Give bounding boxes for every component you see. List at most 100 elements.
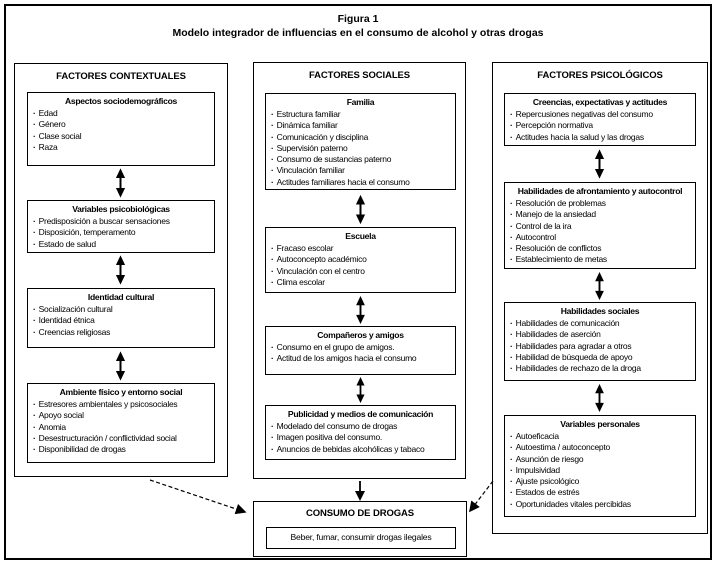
factor-item: Supervisión paterno — [271, 143, 455, 154]
factor-item: Control de la ira — [510, 221, 695, 232]
factor-item: Oportunidades vitales percibidas — [510, 499, 695, 510]
factor-item: Fracaso escolar — [271, 243, 455, 254]
factor-item: Habilidades de rechazo de la droga — [510, 363, 695, 374]
factor-item: Estructura familiar — [271, 109, 455, 120]
factor-item: Estado de salud — [33, 239, 214, 250]
diagonal-arrow-right-icon — [469, 480, 494, 513]
box-title: Familia — [346, 97, 375, 107]
factor-list: Modelado del consumo de drogas Imagen po… — [266, 421, 455, 455]
factor-item: Raza — [33, 142, 214, 153]
box-title: Identidad cultural — [87, 292, 155, 302]
factor-item: Autoestima / autoconcepto — [510, 442, 695, 453]
box-consumo-de-drogas: CONSUMO DE DROGAS Beber, fumar, consumir… — [253, 501, 467, 557]
box-title: Variables psicobiológicas — [72, 204, 170, 214]
factor-item: Apoyo social — [33, 410, 214, 421]
factor-item: Actitud de los amigos hacia el consumo — [271, 353, 455, 364]
factor-list: Fracaso escolar Autoconcepto académico V… — [266, 243, 455, 288]
factor-item: Edad — [33, 108, 214, 119]
box-title: Ambiente físico y entorno social — [59, 387, 183, 397]
factor-item: Percepción normativa — [510, 120, 695, 131]
factor-item: Dinámica familiar — [271, 120, 455, 131]
factor-list: Resolución de problemas Manejo de la ans… — [505, 198, 695, 266]
factor-item: Clima escolar — [271, 277, 455, 288]
double-arrow-icon — [115, 351, 126, 381]
double-arrow-icon — [115, 168, 126, 198]
figure-subtitle: Modelo integrador de influencias en el c… — [172, 27, 544, 39]
box-title: Creencias, expectativas y actitudes — [532, 97, 668, 107]
outcome-title: CONSUMO DE DROGAS — [305, 508, 415, 519]
factor-item: Predisposición a buscar sensaciones — [33, 216, 214, 227]
panel-factores-contextuales: FACTORES CONTEXTUALES Aspectos sociodemo… — [14, 63, 228, 477]
factor-item: Manejo de la ansiedad — [510, 209, 695, 220]
factor-item: Asunción de riesgo — [510, 454, 695, 465]
factor-item: Impulsividad — [510, 465, 695, 476]
box-publicidad-medios: Publicidad y medios de comunicación Mode… — [265, 405, 456, 460]
double-arrow-icon — [355, 194, 366, 225]
factor-list: Autoeficacia Autoestima / autoconcepto A… — [505, 431, 695, 510]
arrow-down-head-icon — [355, 491, 365, 501]
double-arrow-icon — [115, 255, 126, 285]
panel-factores-psicologicos: FACTORES PSICOLÓGICOS Creencias, expecta… — [492, 62, 708, 534]
factor-item: Disposición, temperamento — [33, 227, 214, 238]
factor-item: Habilidades para agradar a otros — [510, 341, 695, 352]
factor-item: Habilidades de comunicación — [510, 318, 695, 329]
factor-item: Estresores ambientales y psicosociales — [33, 399, 214, 410]
box-title: Compañeros y amigos — [317, 330, 404, 340]
factor-list: Habilidades de comunicación Habilidades … — [505, 318, 695, 374]
factor-item: Anuncios de bebidas alcohólicas y tabaco — [271, 444, 455, 455]
factor-item: Modelado del consumo de drogas — [271, 421, 455, 432]
double-arrow-icon — [594, 384, 605, 412]
factor-list: Predisposición a buscar sensaciones Disp… — [28, 216, 214, 250]
box-title: Aspectos sociodemográficos — [64, 96, 178, 106]
box-title: Habilidades sociales — [560, 306, 640, 316]
column-header: FACTORES CONTEXTUALES — [56, 71, 186, 82]
factor-list: Repercusiones negativas del consumo Perc… — [505, 109, 695, 143]
factor-list: Estresores ambientales y psicosociales A… — [28, 399, 214, 455]
box-identidad-cultural: Identidad cultural Socialización cultura… — [27, 288, 215, 348]
diagonal-arrow-left-icon — [149, 479, 247, 515]
box-aspectos-sociodemograficos: Aspectos sociodemográficos Edad Género C… — [27, 92, 215, 166]
box-title: Variables personales — [560, 419, 640, 429]
factor-item: Anomia — [33, 422, 214, 433]
factor-item: Comunicación y disciplina — [271, 132, 455, 143]
factor-item: Repercusiones negativas del consumo — [510, 109, 695, 120]
factor-item: Consumo de sustancias paterno — [271, 154, 455, 165]
factor-item: Autoconcepto académico — [271, 254, 455, 265]
figure-title: Figura 1 — [337, 13, 379, 25]
factor-list: Socialización cultural Identidad étnica … — [28, 304, 214, 338]
factor-list: Consumo en el grupo de amigos. Actitud d… — [266, 342, 455, 365]
factor-item: Género — [33, 119, 214, 130]
double-arrow-icon — [355, 377, 366, 403]
panel-factores-sociales: FACTORES SOCIALES Familia Estructura fam… — [253, 62, 466, 479]
outcome-label: Beber, fumar, consumir drogas ilegales — [266, 527, 456, 549]
factor-list: Edad Género Clase social Raza — [28, 108, 214, 153]
factor-item: Vinculación con el centro — [271, 266, 455, 277]
box-companeros-amigos: Compañeros y amigos Consumo en el grupo … — [265, 326, 456, 375]
box-escuela: Escuela Fracaso escolar Autoconcepto aca… — [265, 227, 456, 293]
factor-item: Autoeficacia — [510, 431, 695, 442]
box-habilidades-sociales: Habilidades sociales Habilidades de comu… — [504, 302, 696, 381]
factor-list: Estructura familiar Dinámica familiar Co… — [266, 109, 455, 188]
factor-item: Disponibilidad de drogas — [33, 444, 214, 455]
box-variables-psicobiologicas: Variables psicobiológicas Predisposición… — [27, 200, 215, 253]
box-habilidades-afrontamiento: Habilidades de afrontamiento y autocontr… — [504, 182, 696, 269]
box-title: Habilidades de afrontamiento y autocontr… — [517, 186, 683, 196]
factor-item: Estados de estrés — [510, 487, 695, 498]
box-title: Publicidad y medios de comunicación — [287, 409, 434, 419]
box-familia: Familia Estructura familiar Dinámica fam… — [265, 93, 456, 190]
factor-item: Imagen positiva del consumo. — [271, 432, 455, 443]
factor-item: Autocontrol — [510, 232, 695, 243]
factor-item: Resolución de conflictos — [510, 243, 695, 254]
factor-item: Socialización cultural — [33, 304, 214, 315]
column-header: FACTORES SOCIALES — [308, 70, 411, 81]
factor-item: Establecimiento de metas — [510, 254, 695, 265]
column-header: FACTORES PSICOLÓGICOS — [537, 70, 663, 81]
factor-item: Resolución de problemas — [510, 198, 695, 209]
double-arrow-icon — [594, 272, 605, 300]
factor-item: Habilidad de búsqueda de apoyo — [510, 352, 695, 363]
double-arrow-icon — [355, 296, 366, 324]
factor-item: Vinculación familiar — [271, 165, 455, 176]
box-ambiente-fisico: Ambiente físico y entorno social Estreso… — [27, 383, 215, 463]
factor-item: Consumo en el grupo de amigos. — [271, 342, 455, 353]
factor-item: Identidad étnica — [33, 315, 214, 326]
